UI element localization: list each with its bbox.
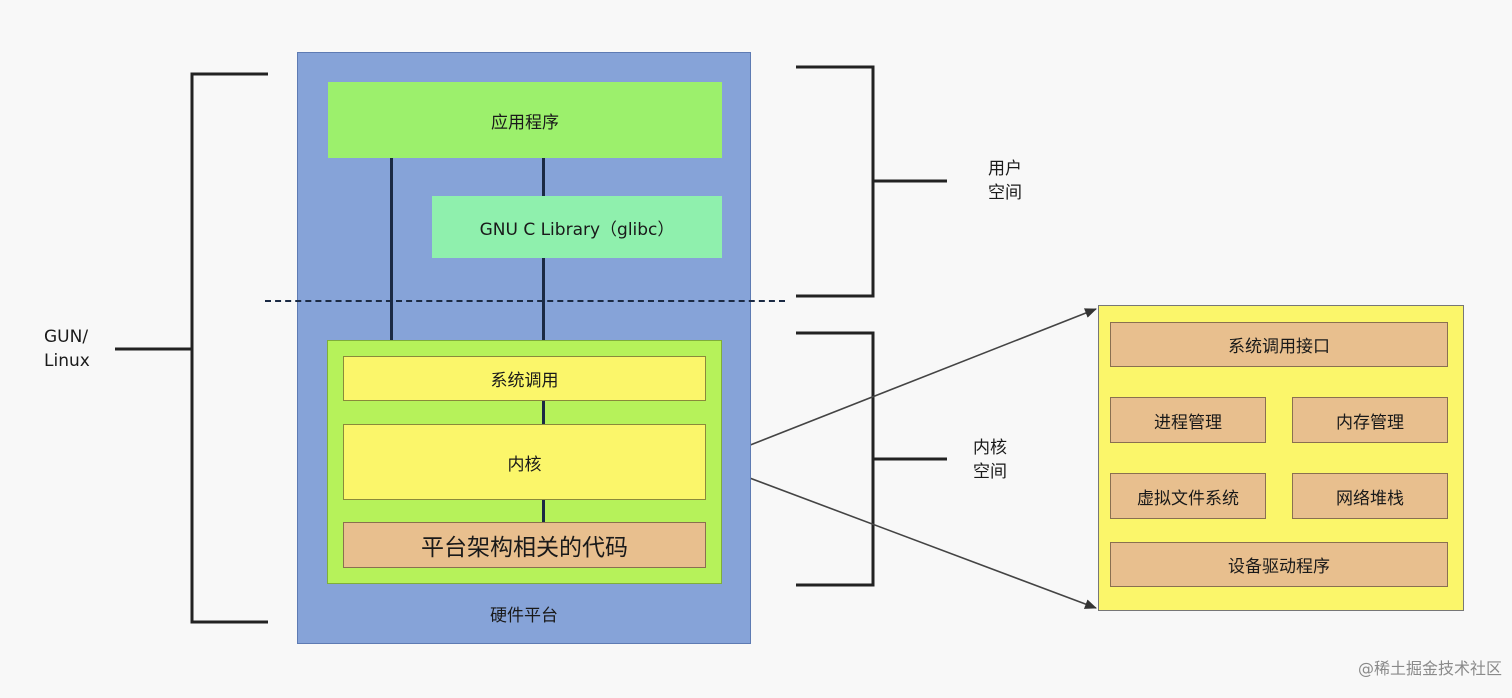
user-space-label: 用户 空间 — [988, 157, 1048, 205]
connector-kernel-arch — [542, 500, 545, 522]
gnu-linux-label: GUN/ Linux — [44, 325, 114, 373]
connector-syscall-kernel — [542, 401, 545, 424]
user-space-bracket — [796, 65, 875, 298]
process-mgmt-box: 进程管理 — [1110, 397, 1266, 443]
glibc-box: GNU C Library（glibc） — [432, 196, 722, 258]
kernel-box: 内核 — [343, 424, 706, 500]
arrow-lower — [706, 461, 1097, 609]
gnu-linux-label-line2: Linux — [44, 351, 90, 371]
kernel-space-label-line2: 空间 — [973, 462, 1007, 482]
memory-mgmt-box: 内存管理 — [1292, 397, 1448, 443]
arch-code-box: 平台架构相关的代码 — [343, 522, 706, 568]
device-drivers-box: 设备驱动程序 — [1110, 542, 1448, 587]
net-stack-box: 网络堆栈 — [1292, 473, 1448, 519]
application-box: 应用程序 — [328, 82, 722, 158]
kernel-space-label-line1: 内核 — [973, 438, 1007, 458]
kernel-space-label: 内核 空间 — [973, 436, 1033, 484]
gnu-linux-label-line1: GUN/ — [44, 327, 89, 347]
left-bracket — [190, 72, 268, 624]
user-kernel-separator — [265, 300, 785, 302]
vfs-box: 虚拟文件系统 — [1110, 473, 1266, 519]
syscall-interface-box: 系统调用接口 — [1110, 322, 1448, 367]
user-space-label-line2: 空间 — [988, 183, 1022, 203]
site-watermark: @稀土掘金技术社区 — [1357, 659, 1502, 678]
arrow-upper — [706, 308, 1097, 463]
connector-app-kernel — [390, 158, 393, 342]
user-space-label-line1: 用户 — [988, 159, 1022, 179]
kernel-space-bracket — [796, 331, 875, 587]
hardware-label: 硬件平台 — [490, 605, 558, 626]
connector-app-glibc — [542, 158, 545, 196]
syscall-box: 系统调用 — [343, 356, 706, 401]
